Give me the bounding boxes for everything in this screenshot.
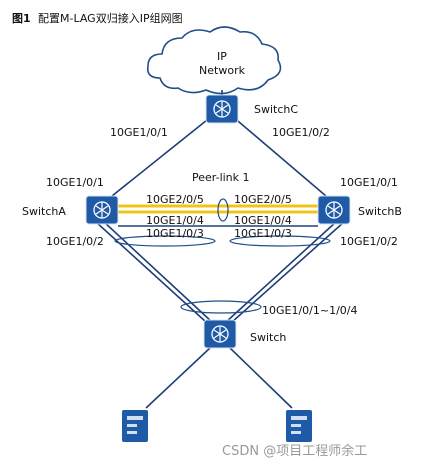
port-switch-uplinks: 10GE1/0/1~1/0/4 <box>262 304 358 317</box>
link-switchc-switcha <box>111 115 213 197</box>
switchc-label: SwitchC <box>254 103 298 116</box>
port-switcha-peer-5: 10GE2/0/5 <box>146 193 204 206</box>
switchb-device[interactable] <box>317 195 351 225</box>
switchb-label: SwitchB <box>358 205 402 218</box>
mlag-bundle-ellipse-right <box>229 235 331 247</box>
figure-title: 配置M-LAG双归接入IP组网图 <box>38 11 183 25</box>
port-switcha-peer-4: 10GE1/0/4 <box>146 214 204 227</box>
port-switchb-peer-5: 10GE2/0/5 <box>234 193 292 206</box>
link-b-sw-1 <box>225 221 337 323</box>
server-right[interactable] <box>286 410 312 442</box>
aggregation-marks <box>114 198 331 314</box>
cloud-label-line2: Network <box>199 64 246 77</box>
port-switchb-peer-4: 10GE1/0/4 <box>234 214 292 227</box>
switcha-label: SwitchA <box>22 205 66 218</box>
port-switchb-up: 10GE1/0/1 <box>340 176 398 189</box>
peer-link-label: Peer-link 1 <box>192 171 250 184</box>
switchc-device[interactable] <box>205 94 239 124</box>
watermark: CSDN @项目工程师余工 <box>222 443 367 459</box>
link-sw-server-left <box>145 347 211 409</box>
port-switchc-left: 10GE1/0/1 <box>110 126 168 139</box>
access-switch-label: Switch <box>250 331 286 344</box>
server-left[interactable] <box>122 410 148 442</box>
access-switch-device[interactable] <box>203 319 237 349</box>
port-switcha-peer-3: 10GE1/0/3 <box>146 227 204 240</box>
port-switcha-down: 10GE1/0/2 <box>46 235 104 248</box>
cloud-icon <box>146 26 282 95</box>
link-a-sw-1 <box>95 221 207 323</box>
port-switchb-peer-3: 10GE1/0/3 <box>234 227 292 240</box>
link-switchc-switchb <box>231 115 327 197</box>
switcha-device[interactable] <box>85 195 119 225</box>
port-switcha-up: 10GE1/0/1 <box>46 176 104 189</box>
switch-uplink-ellipse <box>180 300 262 314</box>
port-switchc-right: 10GE1/0/2 <box>272 126 330 139</box>
mlag-bundle-ellipse-left <box>114 235 216 247</box>
cloud-label-line1: IP <box>217 50 227 63</box>
figure-label: 图1 <box>12 12 31 25</box>
peer-link-bundle-ellipse <box>217 198 229 222</box>
port-switchb-down: 10GE1/0/2 <box>340 235 398 248</box>
link-sw-server-right <box>229 347 293 409</box>
